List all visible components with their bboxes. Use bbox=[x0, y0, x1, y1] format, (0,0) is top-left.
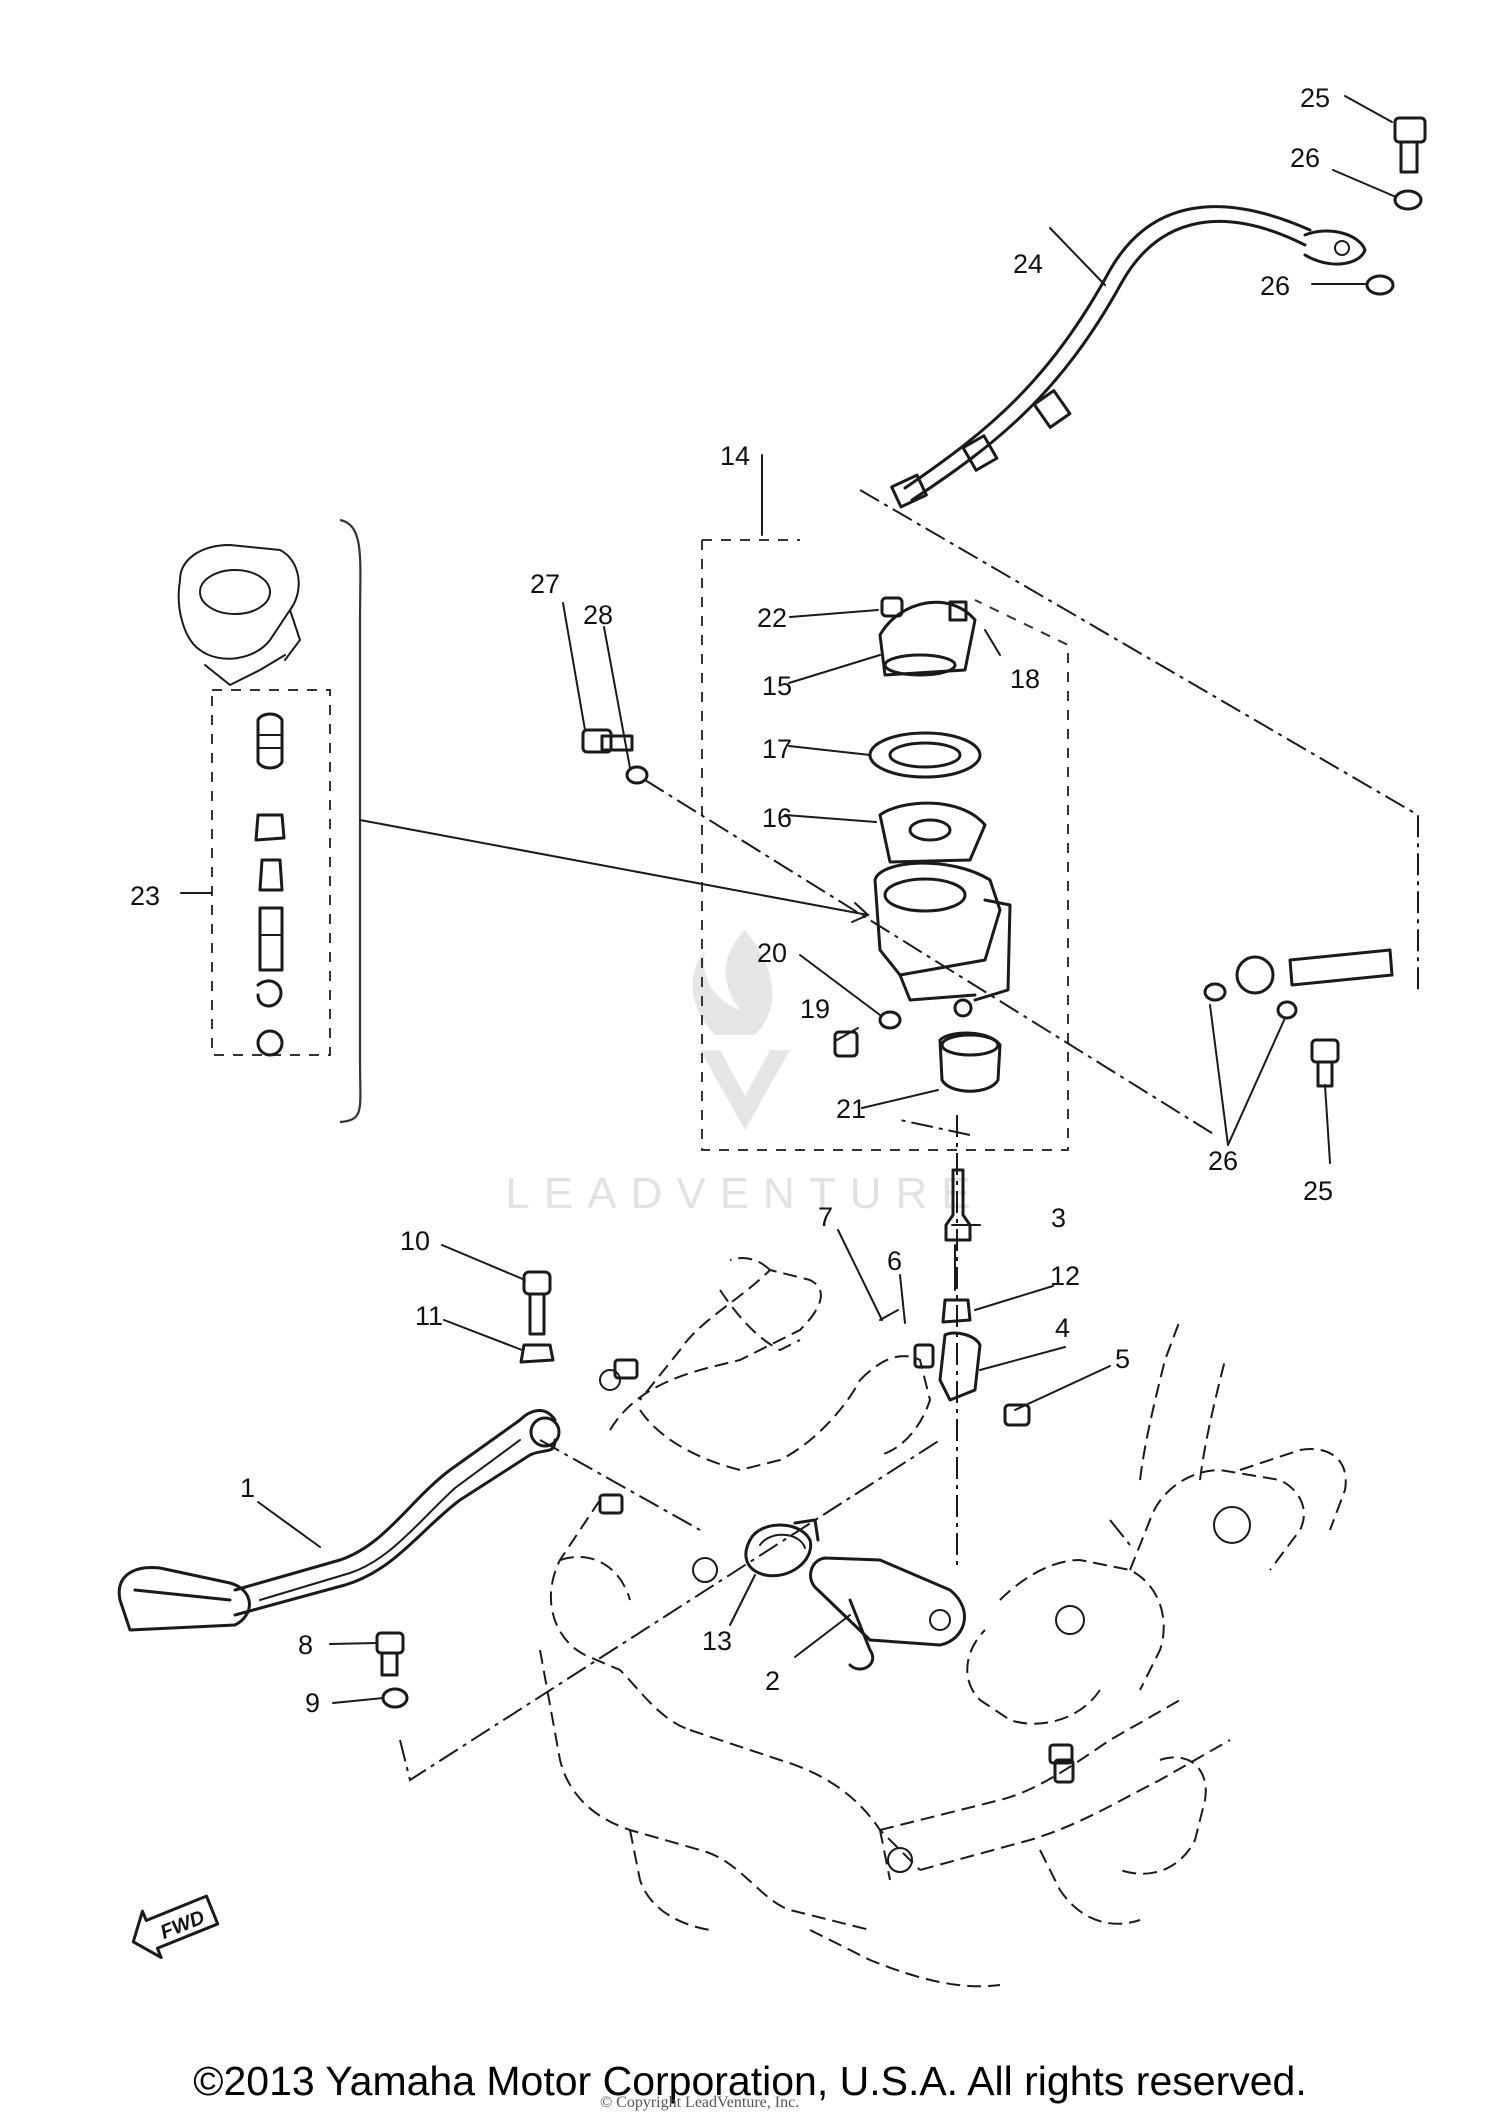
hose-end-right bbox=[1203, 948, 1394, 1088]
kit-bracket-23 bbox=[339, 518, 362, 1124]
banjo-bolt-25-top bbox=[1393, 116, 1427, 174]
fwd-arrow-icon bbox=[131, 1894, 220, 1960]
callout-14: 14 bbox=[720, 441, 750, 471]
callout-26-bottom: 26 bbox=[1208, 1146, 1238, 1176]
kit-frame-23 bbox=[211, 689, 331, 1056]
callout-8: 8 bbox=[298, 1630, 313, 1660]
callout-4: 4 bbox=[1055, 1313, 1070, 1343]
callout-9: 9 bbox=[305, 1688, 320, 1718]
engine-sketch bbox=[177, 543, 302, 687]
callout-12: 12 bbox=[1050, 1261, 1080, 1291]
callout-17: 17 bbox=[762, 734, 792, 764]
callout-26-top: 26 bbox=[1290, 143, 1320, 173]
callout-22: 22 bbox=[757, 603, 787, 633]
watermark: LEADVENTURE bbox=[505, 930, 984, 1218]
callout-27: 27 bbox=[530, 569, 560, 599]
callout-6: 6 bbox=[887, 1246, 902, 1276]
watermark-text: LEADVENTURE bbox=[505, 1169, 984, 1218]
brake-hose-24 bbox=[890, 205, 1367, 509]
washer-26-top bbox=[1365, 189, 1423, 296]
callout-19: 19 bbox=[800, 994, 830, 1024]
callout-23: 23 bbox=[130, 881, 160, 911]
watermark-v-icon bbox=[700, 1050, 790, 1130]
callout-leaders bbox=[180, 95, 1397, 1704]
copyright-notice: ©2013 Yamaha Motor Corporation, U.S.A. A… bbox=[193, 2058, 1307, 2104]
callout-15: 15 bbox=[762, 671, 792, 701]
callout-7: 7 bbox=[818, 1202, 833, 1232]
callout-2: 2 bbox=[765, 1666, 780, 1696]
fwd-arrow: FWD bbox=[131, 1894, 220, 1960]
callout-11: 11 bbox=[415, 1301, 443, 1331]
callout-21: 21 bbox=[836, 1094, 866, 1124]
callout-16: 16 bbox=[762, 803, 792, 833]
frame-outline bbox=[539, 1257, 1347, 1988]
callout-5: 5 bbox=[1115, 1344, 1130, 1374]
watermark-flame-icon bbox=[692, 930, 773, 1035]
brake-pedal-1 bbox=[117, 1409, 561, 1632]
callout-1: 1 bbox=[240, 1473, 255, 1503]
bolt-8-nut-9 bbox=[375, 1631, 409, 1709]
callout-25-top: 25 bbox=[1300, 83, 1330, 113]
callout-20: 20 bbox=[757, 938, 787, 968]
push-rod-assembly bbox=[879, 1168, 1031, 1427]
assembly-frame-14 bbox=[701, 540, 1069, 1151]
master-cylinder-assembly bbox=[581, 596, 1012, 1093]
callout-26-middle: 26 bbox=[1260, 271, 1290, 301]
callout-28: 28 bbox=[583, 600, 613, 630]
callout-24: 24 bbox=[1013, 249, 1043, 279]
callout-18: 18 bbox=[1010, 664, 1040, 694]
group-frames bbox=[211, 518, 1069, 1151]
watermark-credit: © Copyright LeadVenture, Inc. bbox=[600, 2094, 800, 2111]
callout-3: 3 bbox=[1051, 1203, 1066, 1233]
connection-lines bbox=[359, 489, 1419, 1782]
callout-25-bottom: 25 bbox=[1303, 1176, 1333, 1206]
callout-10: 10 bbox=[400, 1226, 430, 1256]
callout-labels: 1 2 3 4 5 6 7 8 9 10 11 12 13 14 15 16 1… bbox=[130, 83, 1333, 1718]
brake-shaft-2-spring-13 bbox=[744, 1518, 966, 1671]
pivot-bolt-10 bbox=[519, 1270, 555, 1364]
callout-13: 13 bbox=[702, 1626, 732, 1656]
kit-23-parts bbox=[254, 712, 286, 1057]
